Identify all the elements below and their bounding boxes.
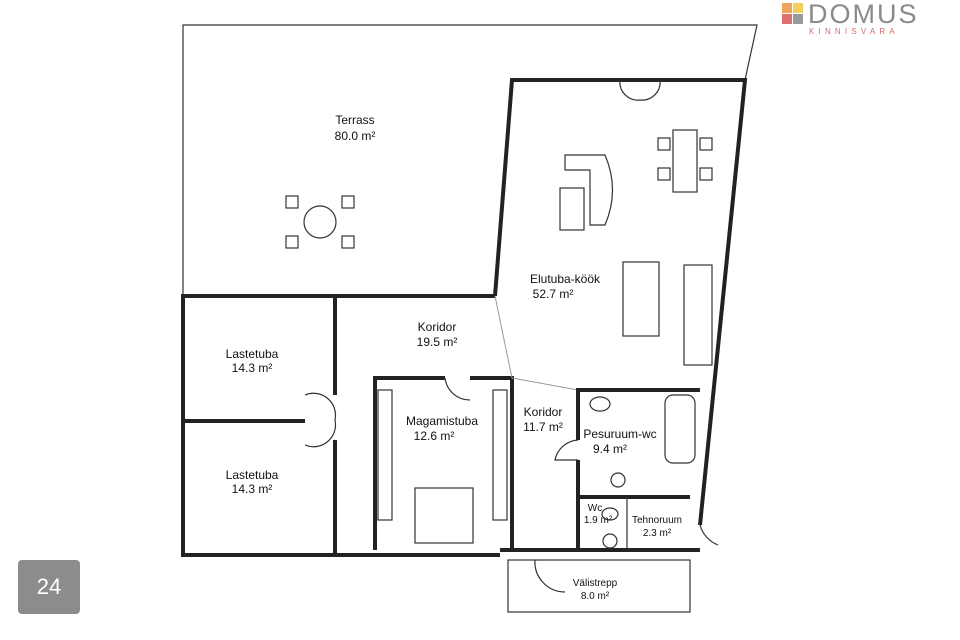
logo-name: DOMUS [808, 0, 919, 29]
living-room-wall [493, 78, 748, 526]
room-name-pesuruum: Pesuruum-wc [583, 427, 656, 441]
room-area-tehnoruum: 2.3 m² [643, 528, 672, 539]
door-swing [304, 392, 337, 448]
room-area-koridor-2: 11.7 m² [523, 420, 563, 434]
room-area-wc: 1.9 m² [584, 515, 613, 526]
room-area-pesuruum: 9.4 m² [593, 442, 627, 456]
sofa [559, 154, 614, 231]
kitchen-counter [683, 264, 713, 366]
door-swing [619, 79, 661, 101]
door-swing [444, 377, 471, 401]
sink [610, 472, 626, 488]
dining-table [657, 129, 713, 193]
room-area-elutuba: 52.7 m² [533, 287, 574, 301]
room-area-terrass: 80.0 m² [335, 129, 376, 143]
room-name-koridor-1: Koridor [418, 320, 457, 334]
room-area-magamistuba: 12.6 m² [414, 429, 455, 443]
bedroom-block-wall [181, 294, 500, 557]
door-swing [534, 559, 566, 593]
room-name-valistrepp: Välistrepp [573, 578, 618, 589]
kitchen-island [622, 261, 660, 337]
room-name-magamistuba: Magamistuba [406, 414, 478, 428]
room-name-lastetuba-2: Lastetuba [226, 468, 279, 482]
wall [511, 377, 579, 391]
room-area-koridor-1: 19.5 m² [417, 335, 458, 349]
room-area-lastetuba-1: 14.3 m² [232, 361, 273, 375]
wardrobe [377, 389, 393, 521]
sink [602, 533, 618, 549]
room-name-lastetuba-1: Lastetuba [226, 347, 279, 361]
room-name-tehnoruum: Tehnoruum [632, 515, 682, 526]
room-area-valistrepp: 8.0 m² [581, 591, 610, 602]
terrace-outline [182, 24, 758, 296]
bathroom-wall [576, 388, 700, 440]
page-number-badge: 24 [18, 560, 80, 614]
room-name-koridor-2: Koridor [524, 405, 563, 419]
entrance-stairs [507, 559, 691, 613]
door-swing [554, 439, 579, 461]
toilet [601, 507, 619, 521]
bedroom-wall [373, 376, 445, 550]
toilet [589, 396, 611, 412]
wall [494, 295, 513, 379]
room-name-elutuba: Elutuba-köök [530, 272, 601, 286]
room-name-terrass: Terrass [335, 113, 374, 127]
wardrobe [492, 389, 508, 521]
bedroom-wall [470, 376, 514, 550]
room-area-lastetuba-2: 14.3 m² [232, 482, 273, 496]
bed [414, 487, 474, 544]
bathtub [664, 394, 696, 464]
room-name-wc: Wc [588, 503, 602, 514]
terrace-table [285, 195, 355, 249]
domus-logo: DOMUS KINNISVARA [782, 0, 952, 36]
door-swing [699, 524, 719, 546]
logo-tagline: KINNISVARA [809, 27, 899, 36]
